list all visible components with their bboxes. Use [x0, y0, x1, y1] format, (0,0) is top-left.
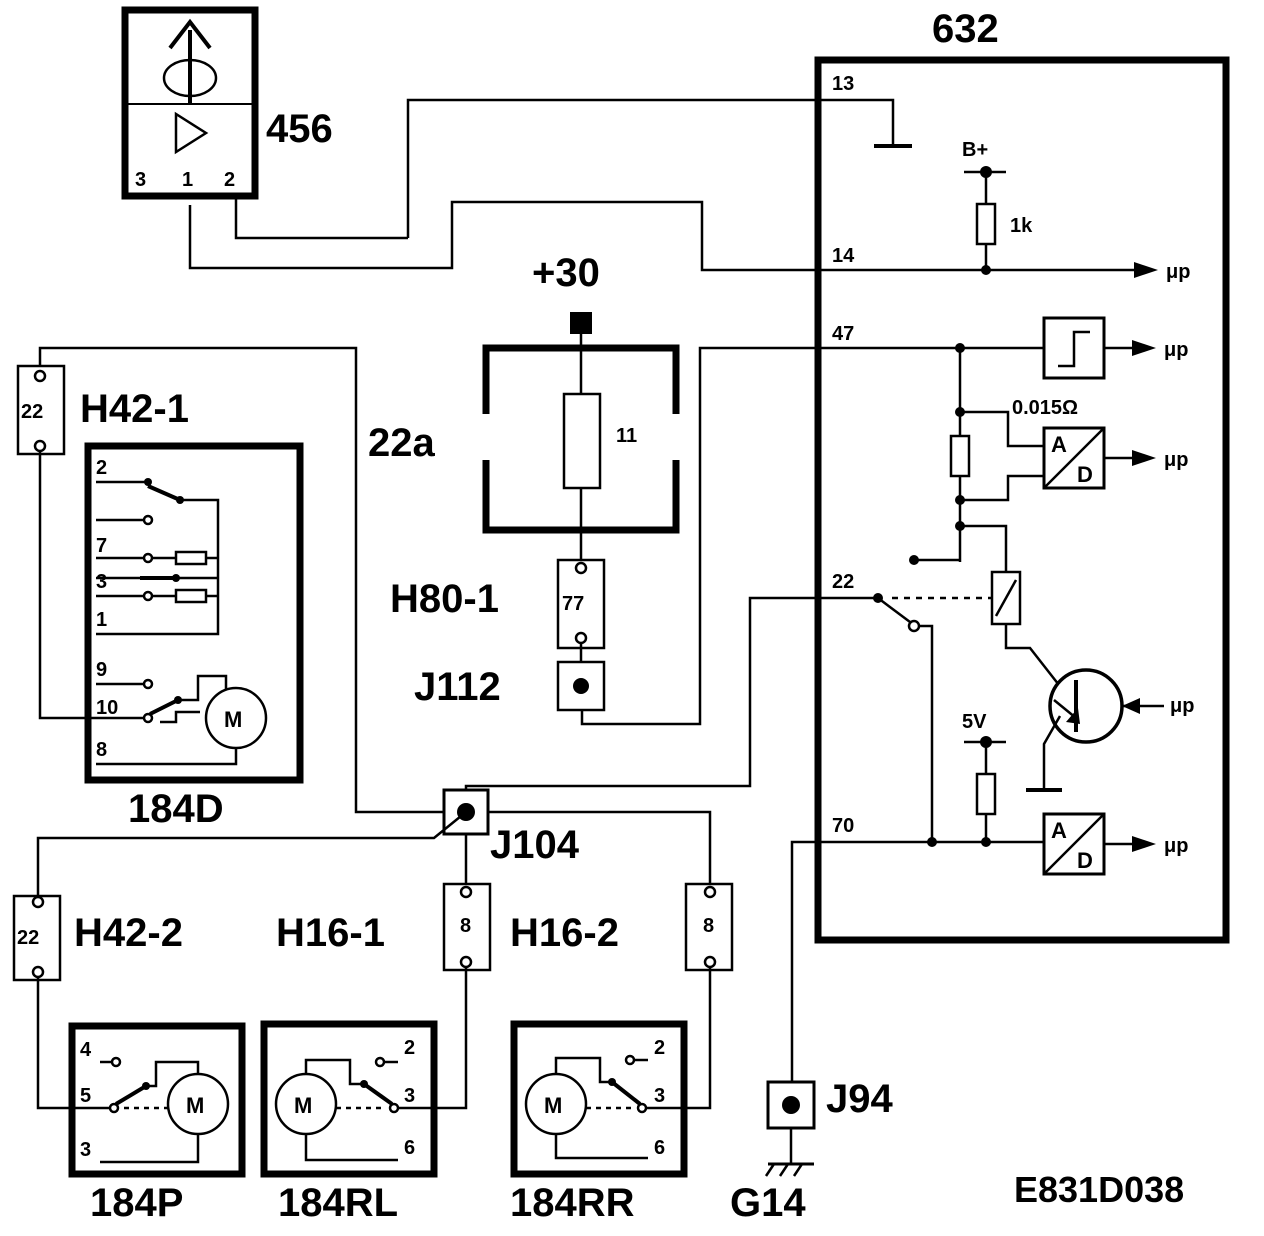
- amplifier-icon: [174, 111, 209, 155]
- 184p-pin-5: 5: [80, 1085, 91, 1107]
- 184d-pin-7: 7: [96, 535, 107, 557]
- 184d-pin-9: 9: [96, 659, 107, 681]
- h16-2-pin: 8: [703, 915, 714, 937]
- j94-label: J94: [826, 1077, 893, 1121]
- motor-184rr-group: 8 H16-2 2 3 6 M 184RR: [510, 882, 734, 1225]
- fuse-11: [562, 392, 602, 490]
- fuse-box-22a: +30 11 22a 77 H80-1 J112: [368, 251, 680, 712]
- 184rr-pin-2: 2: [654, 1037, 665, 1059]
- 184rr-m: M: [544, 1093, 562, 1118]
- shunt-resistor: [949, 434, 971, 478]
- j112-label: J112: [414, 665, 501, 709]
- motor-184rr: [510, 1020, 688, 1178]
- battery-terminal: [570, 312, 592, 334]
- motor-184p-group: 22 H42-2 4 5 3 M 184P: [12, 894, 246, 1225]
- h16-2-label: H16-2: [510, 911, 619, 955]
- five-volt-label: 5V: [962, 711, 987, 733]
- resistor-1k-label: 1k: [1010, 215, 1033, 237]
- adc2-a: A: [1051, 818, 1067, 843]
- 184d-pin-10: 10: [96, 697, 118, 719]
- mup-adc1: μp: [1164, 449, 1188, 471]
- 184rr-pin-3: 3: [654, 1085, 665, 1107]
- sensor-pin-1: 1: [182, 169, 193, 191]
- h80-1-label: H80-1: [390, 577, 499, 621]
- 184rr-label: 184RR: [510, 1181, 635, 1225]
- j104-label: J104: [490, 823, 580, 867]
- ecu-pin-14: 14: [832, 245, 855, 267]
- h42-2-pin: 22: [17, 927, 39, 949]
- motor-184d-group: 22 H42-1 2 7 3 1 9 10 8: [16, 346, 444, 831]
- mup-47: μp: [1164, 339, 1188, 361]
- ecu-632: 632 13 B+ 1k 14 μp 47 μp 0.015Ω: [188, 7, 1230, 1104]
- 184rl-label: 184RL: [278, 1181, 398, 1225]
- 184d-m: M: [224, 707, 242, 732]
- motor-184rl: [260, 1020, 438, 1178]
- bplus-label: B+: [962, 139, 988, 161]
- adc1-d: D: [1077, 462, 1093, 487]
- h42-1-pin: 22: [21, 401, 43, 423]
- sensor-456: 3 1 2 456: [121, 6, 408, 240]
- shunt-label: 0.015Ω: [1012, 397, 1078, 419]
- 184d-pin-2: 2: [96, 457, 107, 479]
- ecu-pin-13: 13: [832, 73, 854, 95]
- ecu-pin-47: 47: [832, 323, 854, 345]
- motor-184rl-group: 8 H16-1 2 3 6 M 184RL: [260, 882, 492, 1225]
- 184d-pin-3: 3: [96, 571, 107, 593]
- ecu-label: 632: [932, 7, 999, 51]
- 184p-label: 184P: [90, 1181, 183, 1225]
- 184rl-m: M: [294, 1093, 312, 1118]
- diagram-code: E831D038: [1014, 1169, 1184, 1210]
- resistor-5v: [975, 772, 997, 816]
- ecu-pin-70: 70: [832, 815, 854, 837]
- 184d-label: 184D: [128, 787, 224, 831]
- h42-2-label: H42-2: [74, 911, 183, 955]
- 184d-pin-1: 1: [96, 609, 107, 631]
- resistor-1k: [975, 202, 997, 246]
- 184d-pin-8: 8: [96, 739, 107, 761]
- connector-h16-1: [442, 882, 492, 972]
- 184rl-pin-3: 3: [404, 1085, 415, 1107]
- h16-1-label: H16-1: [276, 911, 385, 955]
- mup-transistor: μp: [1170, 695, 1194, 717]
- motor-184p: [68, 1022, 246, 1178]
- 184p-pin-4: 4: [80, 1039, 92, 1061]
- 184rl-pin-6: 6: [404, 1137, 415, 1159]
- sensor-pin-3: 3: [135, 169, 146, 191]
- sensor-pin-2: 2: [224, 169, 235, 191]
- sensor-label: 456: [266, 107, 333, 151]
- h80-1-pin: 77: [562, 593, 584, 615]
- 184p-m: M: [186, 1093, 204, 1118]
- motor-184d: [84, 442, 304, 784]
- ecu-pin-22: 22: [832, 571, 854, 593]
- 184p-pin-3: 3: [80, 1139, 91, 1161]
- fuse-number: 11: [616, 425, 637, 447]
- connector-h16-2: [684, 882, 734, 972]
- h42-1-label: H42-1: [80, 387, 189, 431]
- 184rr-pin-6: 6: [654, 1137, 665, 1159]
- g14-label: G14: [730, 1181, 806, 1225]
- mup-adc2: μp: [1164, 835, 1188, 857]
- mup-14: μp: [1166, 261, 1190, 283]
- fuse-box-label: 22a: [368, 421, 435, 465]
- adc2-d: D: [1077, 848, 1093, 873]
- battery-supply-label: +30: [532, 251, 600, 295]
- adc1-a: A: [1051, 432, 1067, 457]
- junction-j104-group: J104: [36, 788, 712, 896]
- ground-group: J94 G14: [730, 1077, 893, 1225]
- 184rl-pin-2: 2: [404, 1037, 415, 1059]
- h16-1-pin: 8: [460, 915, 471, 937]
